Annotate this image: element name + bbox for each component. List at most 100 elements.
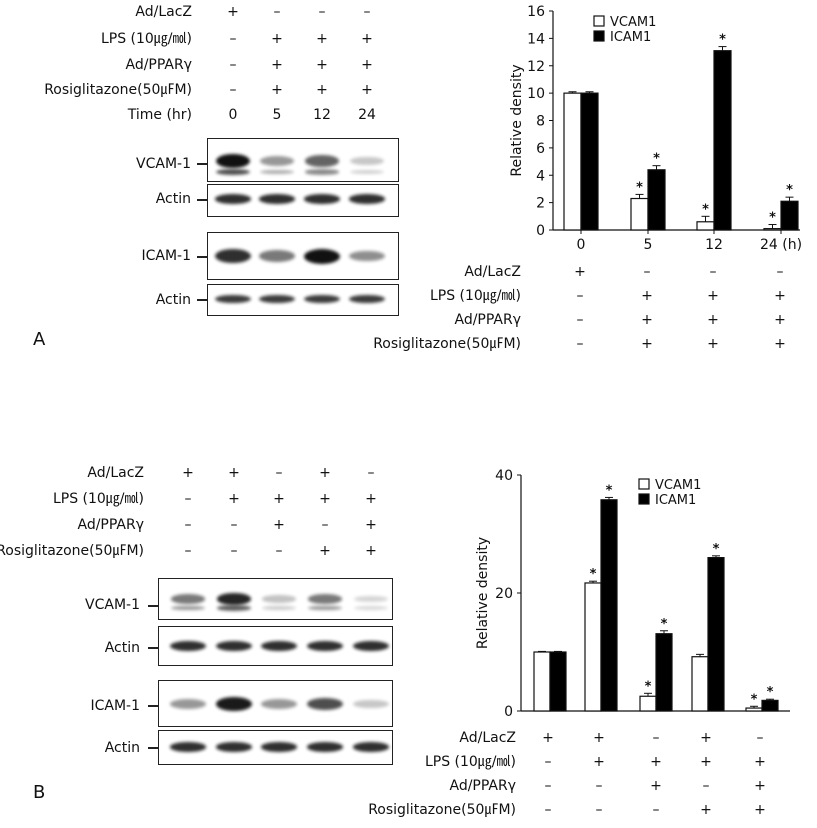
- legend-label: VCAM1: [655, 478, 701, 493]
- condition-cell: +: [641, 312, 653, 328]
- condition-cell: +: [228, 465, 240, 481]
- y-tick-label: 16: [527, 4, 545, 20]
- row-label: Ad/LacZ: [87, 465, 144, 481]
- label-tick: [197, 199, 207, 201]
- band-actin: [216, 742, 252, 752]
- bar-icam1: [761, 699, 779, 712]
- significance-star: *: [767, 685, 774, 700]
- y-tick-label: 6: [536, 141, 545, 157]
- panel-letter-b: B: [33, 782, 46, 803]
- label-tick: [148, 605, 158, 607]
- condition-cell: +: [228, 491, 240, 507]
- band-vcam1-lower: [308, 605, 342, 611]
- table-label: Ad/PPARγ: [449, 778, 516, 794]
- condition-cell: +: [361, 57, 373, 73]
- significance-star: *: [702, 202, 709, 217]
- band-vcam1: [217, 593, 251, 605]
- table-label: Rosiglitazone(50㎌M): [368, 802, 516, 818]
- bar-icam1: [707, 556, 725, 712]
- band-icam1: [307, 697, 343, 711]
- band-actin: [307, 742, 343, 752]
- condition-cell: –: [652, 730, 660, 746]
- blot-label: ICAM-1: [141, 248, 191, 264]
- band-actin: [307, 640, 343, 652]
- x-tick-label: 5: [644, 237, 653, 253]
- condition-cell: +: [542, 730, 554, 746]
- significance-star: *: [653, 152, 660, 167]
- blot-label: Actin: [155, 292, 191, 308]
- table-label: LPS (10㎍/㏖): [424, 754, 516, 770]
- condition-cell: –: [595, 778, 603, 794]
- bar-icam1: [549, 651, 567, 712]
- legend-swatch-icam1: [593, 30, 605, 42]
- label-tick: [197, 163, 207, 165]
- y-axis-label: Relative density: [475, 537, 491, 649]
- condition-cell: +: [361, 82, 373, 98]
- condition-cell: –: [367, 465, 375, 481]
- significance-star: *: [769, 211, 776, 226]
- row-label: Ad/PPARγ: [125, 57, 192, 73]
- band-actin: [304, 294, 340, 304]
- condition-cell: +: [700, 802, 712, 818]
- condition-cell: +: [271, 31, 283, 47]
- blot-label: VCAM-1: [136, 156, 191, 172]
- condition-cell: –: [184, 491, 192, 507]
- band-actin: [216, 640, 252, 652]
- band-vcam1: [216, 154, 250, 168]
- condition-cell: +: [365, 517, 377, 533]
- condition-cell: –: [652, 802, 660, 818]
- bar-icam1: [600, 499, 618, 712]
- label-tick: [197, 299, 207, 301]
- blot-label: Actin: [104, 740, 140, 756]
- label-tick: [197, 256, 207, 258]
- condition-cell: +: [650, 778, 662, 794]
- condition-cell: +: [754, 778, 766, 794]
- bar-vcam1: [584, 582, 602, 712]
- band-vcam1: [262, 595, 296, 603]
- condition-cell: +: [774, 312, 786, 328]
- condition-cell: +: [182, 465, 194, 481]
- y-axis-label: Relative density: [509, 64, 525, 176]
- condition-cell: +: [319, 543, 331, 559]
- blot-label: ICAM-1: [90, 698, 140, 714]
- blot-label: Actin: [155, 191, 191, 207]
- condition-cell: +: [273, 517, 285, 533]
- band-vcam1: [354, 595, 388, 603]
- x-tick-label: 0: [577, 237, 586, 253]
- band-icam1: [353, 699, 389, 709]
- table-label: Ad/LacZ: [464, 264, 521, 280]
- condition-cell: –: [184, 517, 192, 533]
- condition-cell: –: [229, 82, 237, 98]
- band-actin: [170, 742, 206, 752]
- condition-cell: –: [576, 312, 584, 328]
- condition-cell: –: [776, 264, 784, 280]
- condition-cell: +: [754, 754, 766, 770]
- blot-icam1: [158, 680, 393, 727]
- condition-cell: –: [544, 778, 552, 794]
- panel-letter-a: A: [33, 329, 46, 350]
- legend-label: ICAM1: [610, 30, 651, 45]
- condition-cell: +: [593, 730, 605, 746]
- condition-cell: +: [316, 31, 328, 47]
- significance-star: *: [645, 679, 652, 694]
- row-label: LPS (10㎍/㏖): [100, 31, 192, 47]
- table-label: Ad/LacZ: [459, 730, 516, 746]
- condition-cell: –: [230, 543, 238, 559]
- condition-cell: +: [319, 465, 331, 481]
- x-tick-label: 24 (h): [760, 237, 802, 253]
- band-vcam1: [171, 594, 205, 604]
- significance-star: *: [751, 692, 758, 707]
- y-tick-label: 40: [495, 468, 513, 484]
- y-tick-label: 12: [527, 59, 545, 75]
- condition-cell: +: [271, 57, 283, 73]
- condition-cell: +: [774, 336, 786, 352]
- band-actin: [259, 194, 295, 204]
- label-tick: [148, 747, 158, 749]
- row-label: LPS (10㎍/㏖): [52, 491, 144, 507]
- band-vcam1: [308, 594, 342, 604]
- condition-cell: –: [230, 517, 238, 533]
- condition-cell: –: [544, 754, 552, 770]
- legend-label: ICAM1: [655, 493, 696, 508]
- condition-cell: –: [184, 543, 192, 559]
